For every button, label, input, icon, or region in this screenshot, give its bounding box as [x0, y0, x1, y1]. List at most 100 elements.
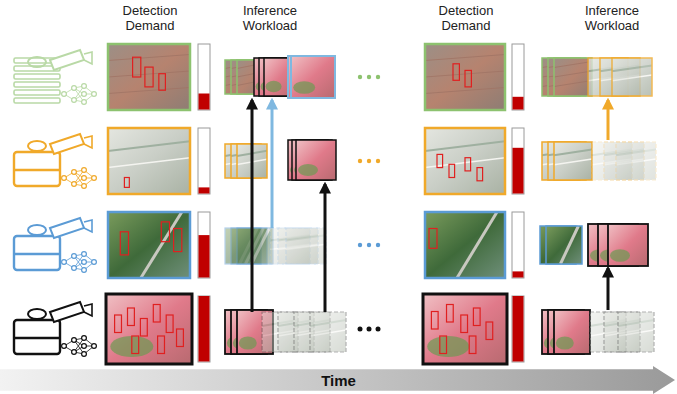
road-line [554, 150, 592, 156]
pavement-line [425, 55, 505, 61]
road-line [618, 330, 654, 336]
path-line [560, 226, 578, 264]
detection-box [469, 336, 476, 354]
frame-border [608, 224, 648, 266]
video-frame [310, 312, 346, 352]
frame-image [286, 228, 326, 264]
video-frame [425, 212, 505, 278]
detection-box [132, 336, 139, 354]
network-neuron [82, 184, 87, 189]
video-frame [554, 310, 590, 354]
detection-box [166, 315, 173, 333]
detection-box [161, 222, 169, 242]
demand-bar [512, 296, 524, 362]
frame-image [616, 142, 656, 180]
frame-border [108, 212, 190, 278]
demand-bar [198, 44, 210, 110]
road-line [310, 320, 346, 326]
detection-box [453, 64, 459, 81]
network-neuron [72, 182, 77, 187]
detection-box [477, 168, 483, 181]
detection-box [140, 319, 147, 337]
demand-level [199, 187, 210, 193]
detection-box [159, 74, 166, 91]
network-neuron [82, 100, 87, 105]
axis-label: Time [0, 372, 677, 389]
detection-box [174, 229, 182, 252]
edge-device-icon [14, 218, 96, 272]
frame-border [310, 312, 346, 352]
demand-level [199, 94, 210, 110]
ellipsis-dot [358, 327, 363, 332]
bush [239, 336, 257, 349]
ellipsis-dot [367, 159, 371, 163]
detection-box [437, 154, 443, 167]
workload-offload-arrow [324, 184, 327, 312]
detection-box [440, 336, 447, 354]
video-frame [108, 212, 190, 278]
server-top [28, 141, 46, 151]
server-line [14, 253, 60, 255]
server-top [28, 309, 46, 319]
frame-image [554, 58, 592, 96]
camera-body [50, 50, 84, 70]
workload-offload-arrow [607, 100, 610, 140]
server-top [28, 225, 46, 235]
network-neuron [72, 350, 77, 355]
column-header: Detection Demand [418, 3, 514, 33]
edge-device-icon [14, 50, 96, 104]
road-line [616, 159, 656, 165]
network-neuron [82, 268, 87, 273]
road-line [612, 66, 652, 72]
network-neuron [82, 84, 87, 89]
pavement-line [108, 71, 190, 77]
video-frame [612, 58, 652, 96]
path-line [141, 212, 182, 278]
network-neuron [62, 92, 67, 97]
network-neuron [82, 168, 87, 173]
video-frame [286, 228, 326, 264]
camera-lens [84, 304, 92, 316]
frame-image [554, 310, 590, 354]
network-neuron [72, 98, 77, 103]
video-frame [291, 56, 335, 98]
detection-box [461, 315, 468, 333]
frame-border [616, 142, 656, 180]
server-body [14, 236, 60, 270]
detection-box [128, 308, 135, 326]
network-neuron [92, 176, 97, 181]
network-neuron [92, 92, 97, 97]
detection-box [133, 57, 141, 77]
ellipsis-dot [376, 75, 380, 79]
frame-border [423, 294, 507, 364]
road-line [286, 244, 326, 249]
video-frame [425, 128, 505, 194]
frame-border [237, 228, 273, 264]
network-neuron [72, 266, 77, 271]
edge-device-icon [14, 134, 96, 188]
server-top [28, 57, 46, 67]
server-line [14, 169, 60, 171]
detection-box [120, 232, 128, 255]
video-frame [425, 44, 505, 110]
video-frame [296, 140, 336, 180]
server-slot [14, 98, 60, 103]
frame-border [108, 44, 190, 110]
network-neuron [82, 176, 87, 181]
network-neuron [72, 338, 77, 343]
camera-body [50, 302, 84, 322]
frame-image [106, 294, 192, 364]
detection-box [449, 164, 455, 177]
frame-border [618, 312, 654, 352]
frame-image [612, 58, 652, 96]
network-neuron [82, 336, 87, 341]
server-slot [14, 90, 60, 95]
frame-border [554, 142, 592, 180]
frame-border [286, 228, 326, 264]
frame-border [296, 140, 336, 180]
pavement-line [108, 88, 190, 94]
column-header: Inference Workload [564, 3, 660, 33]
server-body [14, 320, 60, 354]
ellipsis-dot [367, 327, 372, 332]
frame-image [310, 312, 346, 352]
